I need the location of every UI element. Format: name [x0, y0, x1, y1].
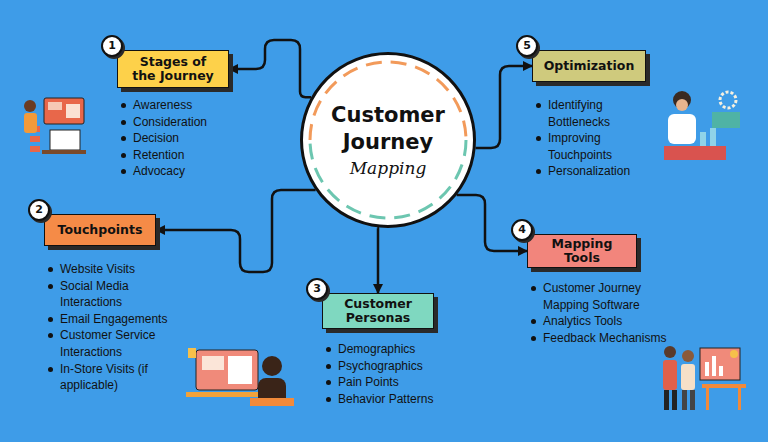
- bullet-list: Customer Journey Mapping SoftwareAnalyti…: [529, 280, 669, 346]
- bullet-item: Feedback Mechanisms: [529, 330, 669, 347]
- bullet-item: In-Store Visits (if applicable): [46, 361, 186, 394]
- bullet-item: Retention: [119, 147, 231, 164]
- bullet-item: Customer Journey Mapping Software: [529, 280, 669, 313]
- bullet-list: Identifying BottlenecksImproving Touchpo…: [534, 97, 646, 180]
- topic-box: Customer PersonasDemographicsPsychograph…: [322, 293, 434, 329]
- scientist-illustration: [664, 91, 740, 160]
- hub-circle: Customer JourneyMapping: [300, 52, 476, 228]
- bullet-item: Demographics: [324, 341, 454, 358]
- bullet-item: Pain Points: [324, 374, 454, 391]
- topic-box: Mapping ToolsCustomer Journey Mapping So…: [527, 234, 637, 268]
- hub-title: Customer Journey: [313, 102, 463, 156]
- bullet-item: Identifying Bottlenecks: [534, 97, 646, 130]
- topic-box: OptimizationIdentifying BottlenecksImpro…: [532, 50, 646, 82]
- bullet-item: Psychographics: [324, 358, 454, 375]
- topic-heading: Customer Personas: [333, 297, 423, 325]
- analyst-illustration: [24, 98, 86, 154]
- bullet-item: Social Media Interactions: [46, 278, 186, 311]
- connector-arrow: [156, 190, 316, 272]
- bullet-item: Analytics Tools: [529, 313, 669, 330]
- topic-box: Stages of the JourneyAwarenessConsiderat…: [117, 50, 229, 88]
- callout-number: 4: [511, 219, 533, 241]
- bullet-item: Awareness: [119, 97, 231, 114]
- bullet-item: Website Visits: [46, 261, 186, 278]
- topic-box: TouchpointsWebsite VisitsSocial Media In…: [44, 214, 156, 246]
- team-illustration: [663, 346, 746, 410]
- topic-heading: Optimization: [544, 59, 635, 73]
- bullet-item: Consideration: [119, 114, 231, 131]
- callout-number: 1: [101, 35, 123, 57]
- callout-number: 2: [28, 199, 50, 221]
- bullet-item: Advocacy: [119, 163, 231, 180]
- designer-illustration: [186, 348, 294, 406]
- connector-arrow: [376, 227, 379, 293]
- bullet-item: Improving Touchpoints: [534, 130, 646, 163]
- hub-subtitle: Mapping: [350, 158, 427, 178]
- bullet-list: AwarenessConsiderationDecisionRetentionA…: [119, 97, 231, 180]
- bullet-item: Decision: [119, 130, 231, 147]
- topic-heading: Stages of the Journey: [126, 55, 220, 83]
- topic-heading: Mapping Tools: [550, 237, 614, 265]
- bullet-item: Email Engagements: [46, 311, 186, 328]
- callout-number: 5: [516, 35, 538, 57]
- bullet-item: Behavior Patterns: [324, 391, 454, 408]
- bullet-list: DemographicsPsychographicsPain PointsBeh…: [324, 341, 454, 407]
- connector-arrow: [476, 66, 532, 148]
- connector-arrow: [229, 40, 311, 97]
- bullet-item: Customer Service Interactions: [46, 327, 186, 360]
- bullet-item: Personalization: [534, 163, 646, 180]
- topic-heading: Touchpoints: [58, 223, 143, 237]
- bullet-list: Website VisitsSocial Media InteractionsE…: [46, 261, 186, 394]
- callout-number: 3: [306, 278, 328, 300]
